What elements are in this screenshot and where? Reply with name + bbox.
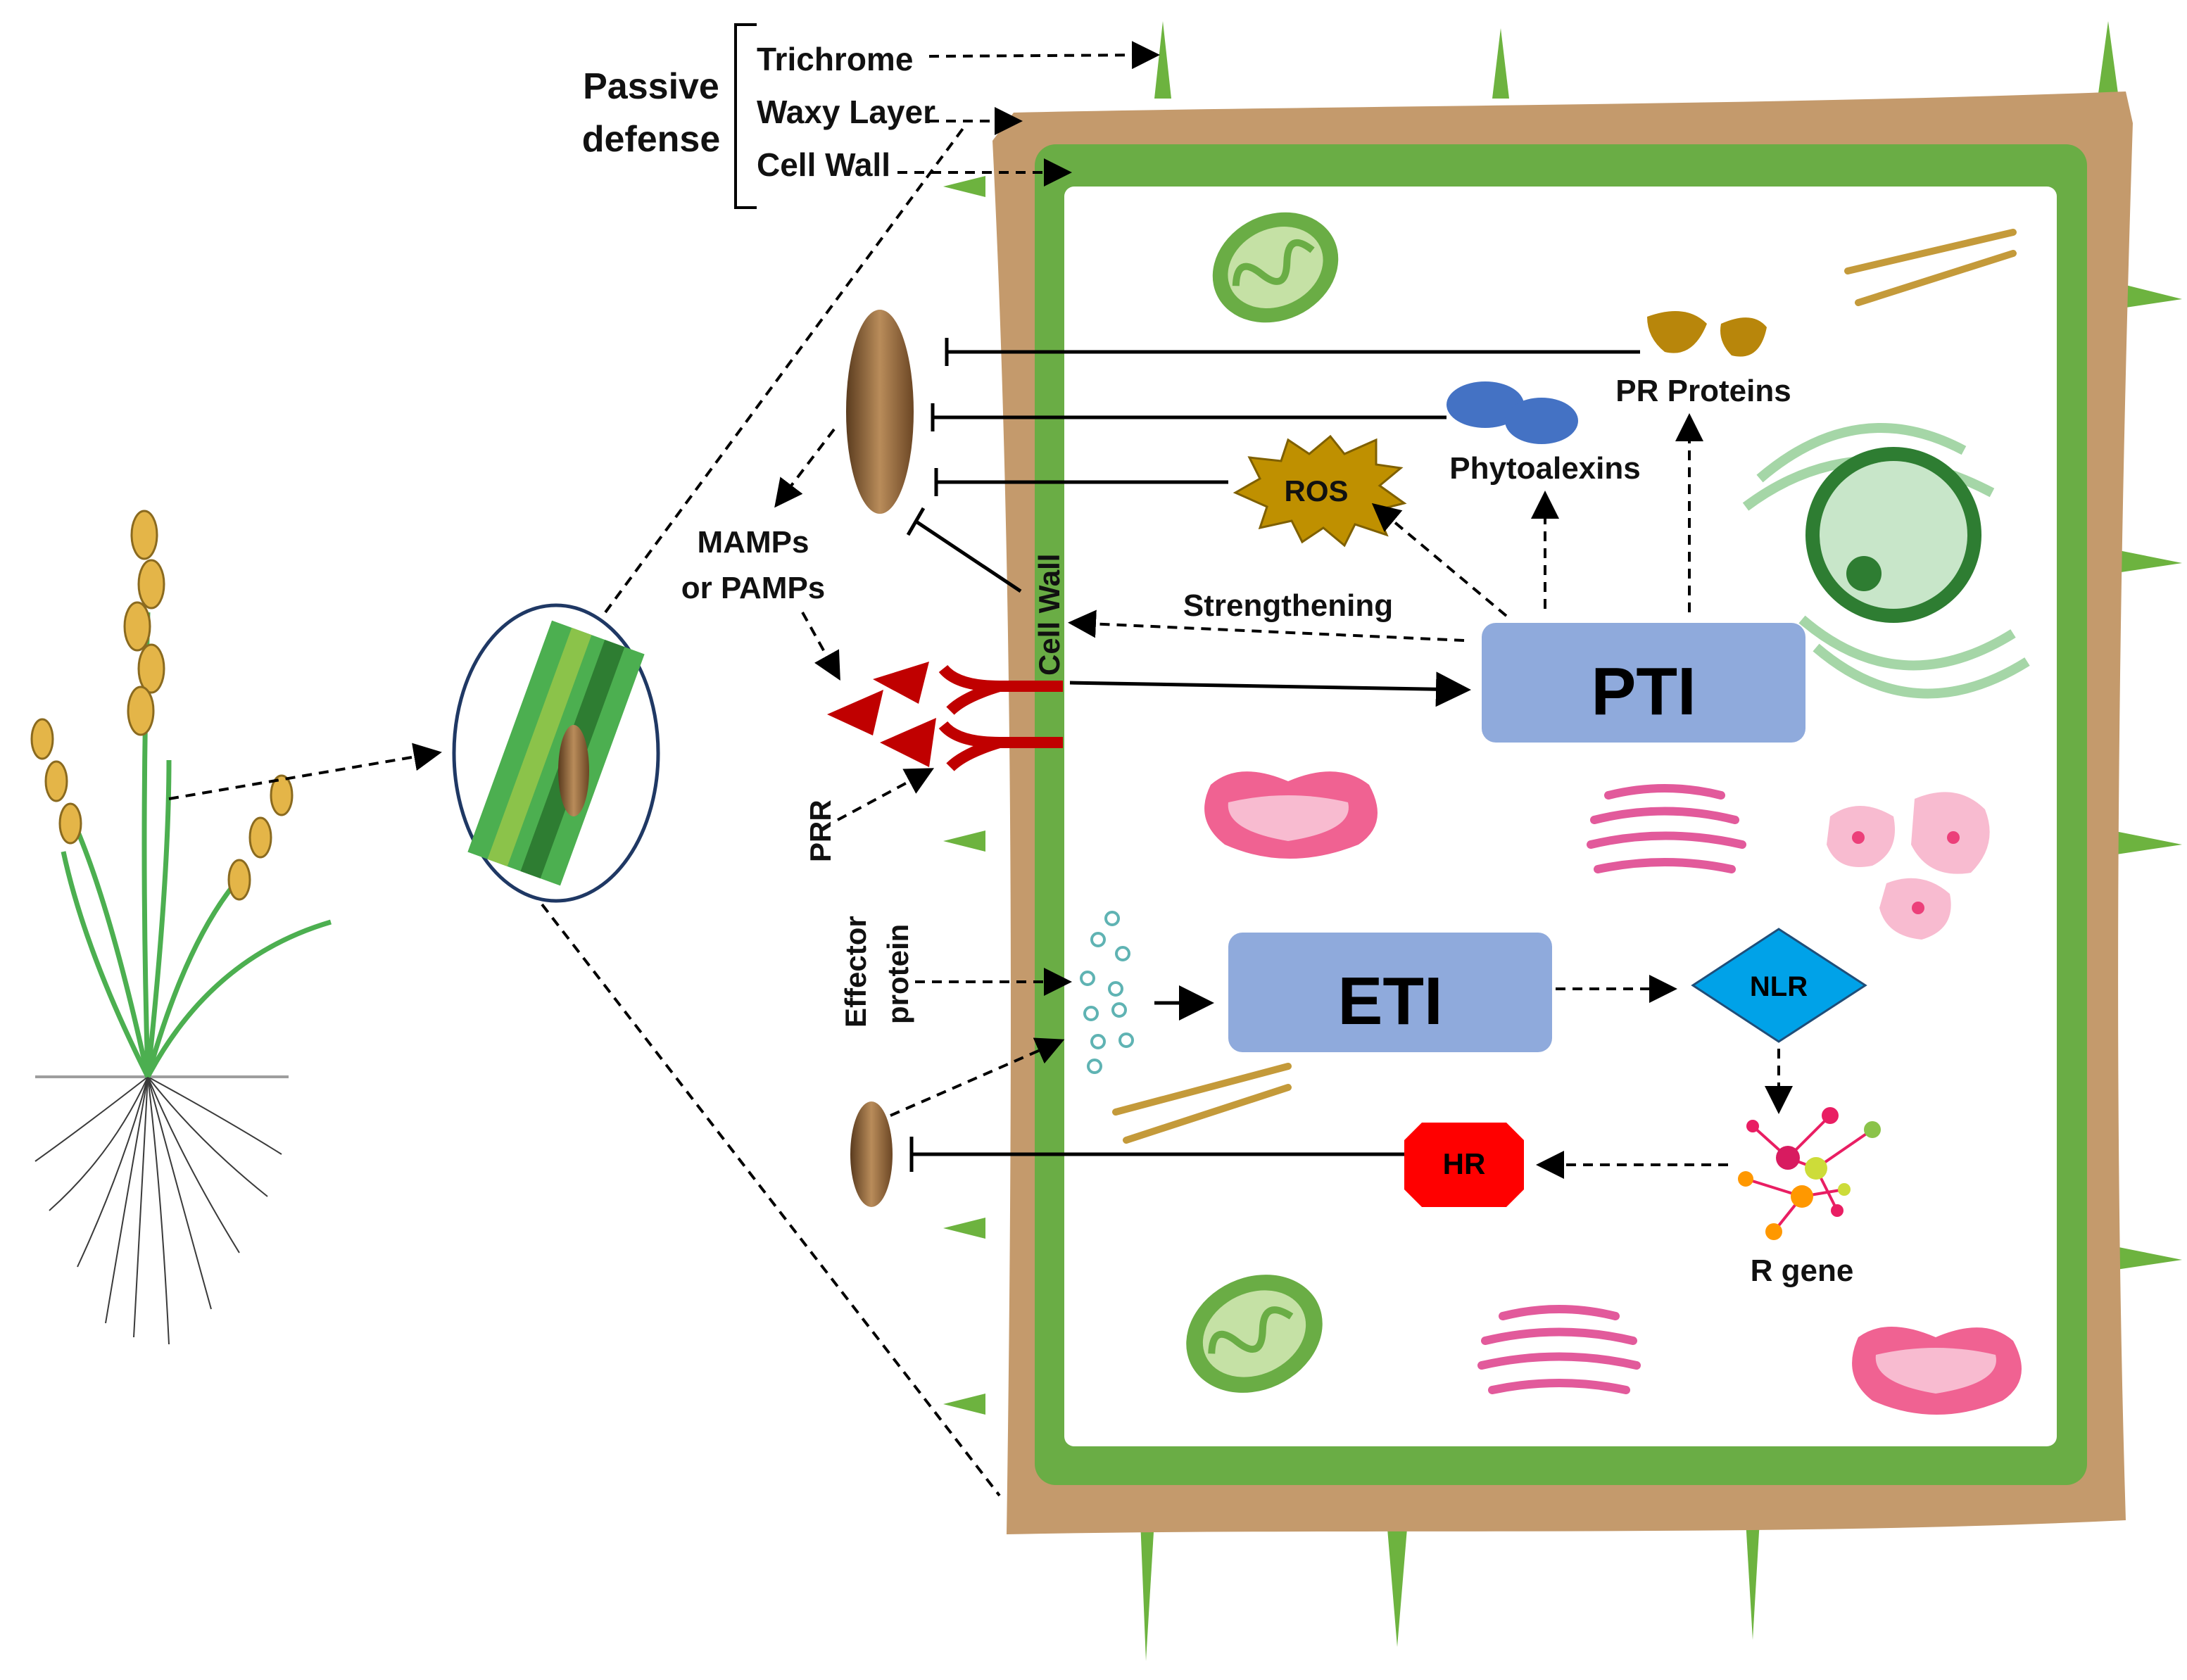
chloroplast-top-icon (1212, 212, 1339, 323)
receptor-to-pti-arrow (1069, 671, 1471, 707)
fiber-bottom-icon (1112, 1063, 1292, 1144)
fiber-top-icon (1844, 229, 2017, 306)
strengthening-label: Strengthening (1183, 588, 1393, 623)
prr-receptors (938, 664, 1063, 771)
ros-label: ROS (1284, 474, 1348, 507)
nlr-diamond (1691, 928, 1867, 1043)
mitochondrion-center-icon (1204, 771, 1378, 859)
effector-label: Effector (839, 916, 872, 1028)
effector-dots (1080, 911, 1134, 1074)
golgi-center-icon (1587, 784, 1746, 873)
nucleus-er-icon (1742, 423, 2030, 699)
pti-label: PTI (1591, 654, 1696, 729)
phytoalexins-label: Phytoalexins (1449, 451, 1640, 486)
golgi-bottom-icon (1477, 1305, 1641, 1394)
pr-proteins-icon (1647, 311, 1767, 357)
mamps-to-prr-arrow (801, 612, 840, 681)
r-gene-label: R gene (1751, 1253, 1854, 1288)
hr-label: HR (1443, 1147, 1486, 1180)
trichome-spikes (943, 21, 2182, 1661)
passive-bracket (734, 23, 757, 209)
mamps-label: MAMPs (698, 525, 809, 560)
prr-to-receptor-arrow (837, 768, 935, 821)
cell-wall-vertical-label: Cell Wall (1033, 554, 1066, 676)
cell-wall-item-label: Cell Wall (757, 146, 890, 183)
pti-to-ros-arrow (1371, 503, 1508, 617)
cellwall-inhibit-line (914, 519, 1022, 593)
pathogen-to-effector-arrow (890, 1037, 1065, 1117)
leaf-pathogen-icon (558, 725, 589, 816)
chloroplast-bottom-icon (1186, 1275, 1323, 1393)
pr-proteins-label: PR Proteins (1615, 374, 1791, 408)
pink-cells-icon (1827, 792, 1990, 940)
pti-strengthening-arrow (1068, 610, 1465, 642)
eti-box (1228, 933, 1552, 1052)
mitochondrion-bottom-icon (1852, 1327, 2022, 1415)
passive-defense-title-2: defense (582, 119, 721, 160)
passive-defense-title-1: Passive (583, 66, 719, 107)
hr-octagon (1404, 1123, 1524, 1207)
eti-label: ETI (1337, 964, 1442, 1039)
ros-burst (1233, 434, 1407, 548)
waxy-layer-label: Waxy Layer (757, 94, 935, 130)
rice-plant (30, 510, 332, 1345)
pathogen-large-icon (846, 310, 914, 514)
cellwall-inhibit-bar (906, 507, 926, 536)
pti-box (1482, 623, 1805, 743)
prr-label: PRR (804, 800, 837, 862)
pamps-label: or PAMPs (681, 571, 826, 605)
pathogen-to-mamps-arrow (774, 428, 836, 508)
nlr-label: NLR (1750, 971, 1808, 1002)
pathogen-small-icon (850, 1101, 893, 1207)
protein-label: protein (881, 924, 914, 1024)
plant-to-leaf-arrow (168, 743, 442, 800)
trichrome-label: Trichrome (757, 41, 913, 77)
zoom-line-bottom (541, 903, 1001, 1497)
pamp-triangles (827, 662, 936, 767)
phytoalexins-icon (1447, 381, 1578, 444)
r-gene-icon (1738, 1107, 1881, 1240)
trichrome-arrow (928, 41, 1160, 70)
